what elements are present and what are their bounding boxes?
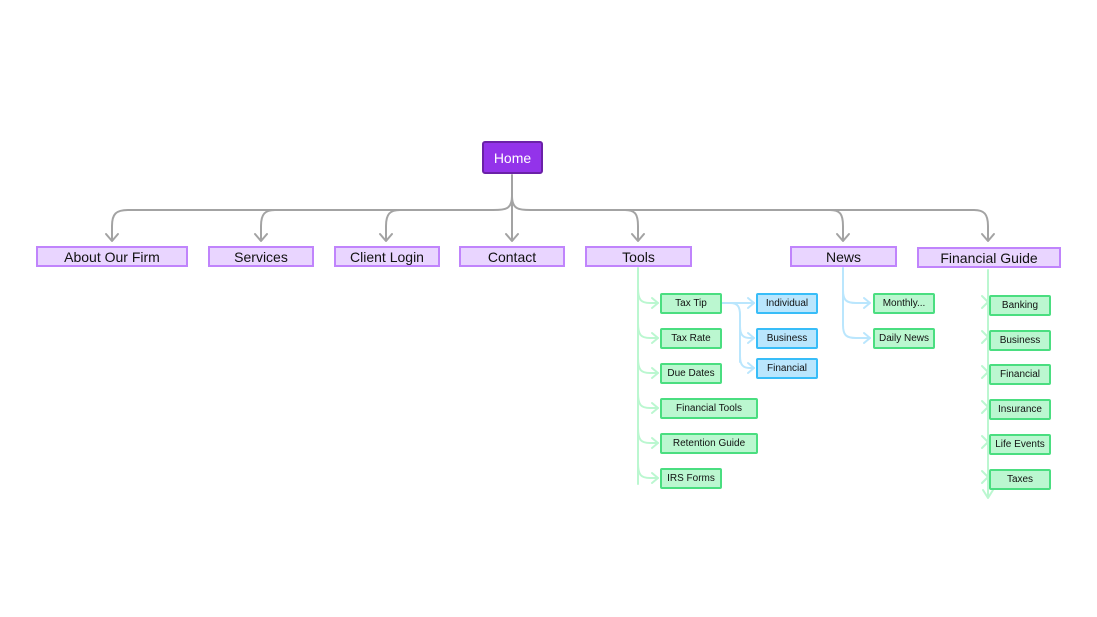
tax-tip-connectors [721, 297, 755, 374]
node-client-login[interactable]: Client Login [334, 246, 440, 267]
node-insurance[interactable]: Insurance [989, 399, 1051, 420]
node-life-events[interactable]: Life Events [989, 434, 1051, 455]
connector-client-login [385, 209, 401, 241]
node-tools[interactable]: Tools [585, 246, 692, 267]
news-connectors [842, 267, 871, 344]
node-individual[interactable]: Individual [756, 293, 818, 314]
node-tax-tip[interactable]: Tax Tip [660, 293, 722, 314]
connector-right [511, 195, 989, 241]
node-tax-rate[interactable]: Tax Rate [660, 328, 722, 349]
connector-tools [624, 209, 639, 241]
node-contact[interactable]: Contact [459, 246, 565, 267]
node-due-dates[interactable]: Due Dates [660, 363, 722, 384]
home-node[interactable]: Home [482, 141, 543, 174]
connector-services [260, 209, 276, 241]
financial-guide-connectors [981, 269, 994, 499]
node-financial-guide[interactable]: Financial Guide [917, 247, 1061, 268]
node-business-guide[interactable]: Business [989, 330, 1051, 351]
node-financial-tax[interactable]: Financial [756, 358, 818, 379]
node-daily-news[interactable]: Daily News [873, 328, 935, 349]
node-about-our-firm[interactable]: About Our Firm [36, 246, 188, 267]
node-financial-tools[interactable]: Financial Tools [660, 398, 758, 419]
home-connectors [105, 174, 995, 242]
node-services[interactable]: Services [208, 246, 314, 267]
node-financial-guide-item[interactable]: Financial [989, 364, 1051, 385]
node-monthly[interactable]: Monthly... [873, 293, 935, 314]
node-business-tax[interactable]: Business [756, 328, 818, 349]
connector-about [111, 195, 513, 241]
node-taxes[interactable]: Taxes [989, 469, 1051, 490]
node-retention-guide[interactable]: Retention Guide [660, 433, 758, 454]
node-banking[interactable]: Banking [989, 295, 1051, 316]
node-news[interactable]: News [790, 246, 897, 267]
node-irs-forms[interactable]: IRS Forms [660, 468, 722, 489]
tools-connectors [637, 267, 659, 485]
connector-news [829, 209, 844, 241]
